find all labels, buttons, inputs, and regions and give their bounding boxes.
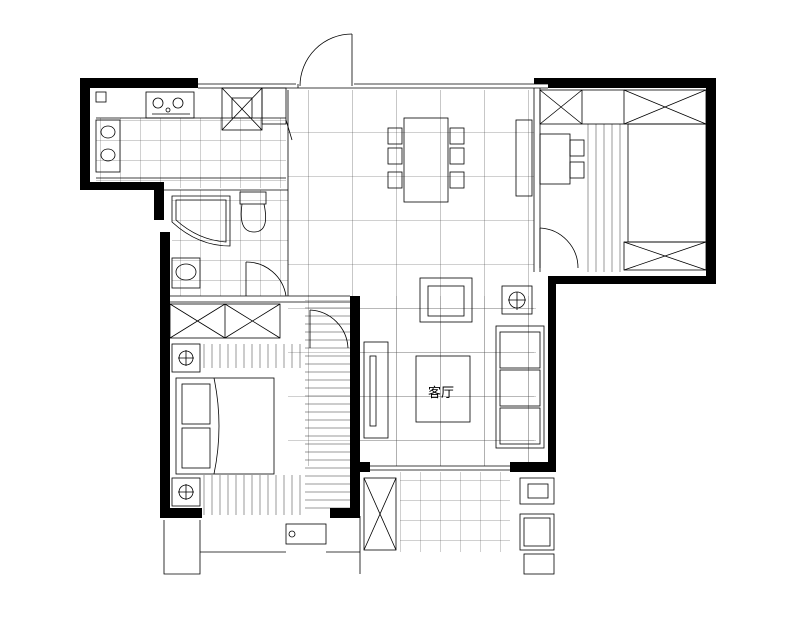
bedroom-left (169, 303, 349, 507)
living-floor-ext (360, 296, 536, 466)
bedroom-left-floor-c (200, 475, 305, 515)
bedroom-right-floor (582, 124, 624, 272)
living-room-furniture (363, 277, 545, 449)
walls (80, 78, 716, 518)
bedroom-right (515, 89, 707, 271)
bedroom-left-floor-b (200, 344, 305, 368)
bathroom (171, 191, 287, 297)
room-label-living-room: 客厅 (428, 385, 454, 401)
balcony (163, 477, 555, 575)
kitchen-floor (96, 118, 286, 188)
dining-set (387, 117, 465, 203)
entry-door (297, 33, 353, 88)
bedroom-left-floor (305, 300, 353, 512)
kitchen (95, 87, 293, 173)
balcony-floor (400, 472, 510, 552)
